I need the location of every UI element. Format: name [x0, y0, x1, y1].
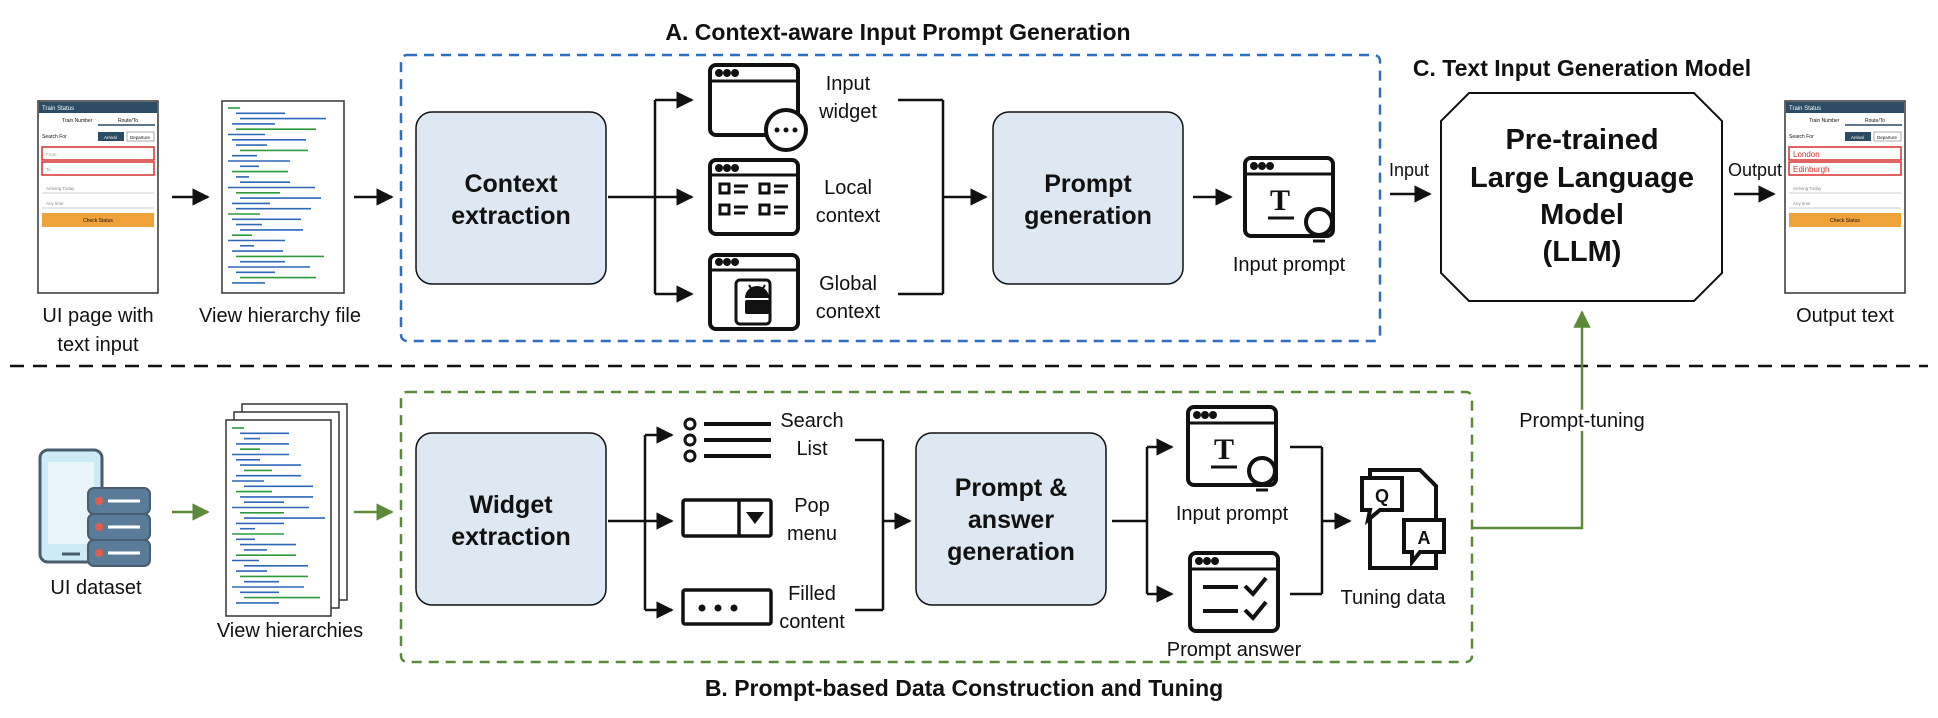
phone-toggle-2: Departure: [130, 135, 151, 140]
out-phone-field-4: Any time: [1793, 201, 1811, 206]
view-hierarchies-stack: [225, 403, 348, 617]
phone-toggle-1: Arrival: [104, 135, 117, 140]
global-context-label-2: context: [816, 301, 881, 323]
filled-content-label-2: content: [779, 611, 845, 633]
context-box-line-1: Context: [464, 170, 558, 198]
llm-line-3: Model: [1540, 199, 1624, 231]
ui-page-phone: Train Status Train Number Route/To Searc…: [37, 100, 159, 294]
pa-fork: [1112, 438, 1174, 603]
ui-page-label-2: text input: [57, 334, 139, 356]
out-phone-title: Train Status: [1789, 106, 1821, 112]
widget-box-line-2: extraction: [451, 523, 570, 551]
prompt-answer-box-line-1: Prompt &: [955, 474, 1068, 502]
prompt-tuning-path: [1472, 310, 1591, 530]
phone-title: Train Status: [42, 106, 74, 112]
section-a-frame: [399, 53, 1382, 343]
input-widget-label-2: widget: [818, 101, 877, 123]
filled-content-label-1: Filled: [788, 583, 836, 605]
phone-field-1: From: [46, 152, 57, 157]
out-phone-tab-1: Train Number: [1809, 118, 1840, 124]
prompt-answer-icon: [1188, 551, 1280, 633]
input-prompt-icon-bottom: T: [1186, 405, 1278, 492]
prompt-answer-box-line-2: answer: [968, 506, 1054, 534]
input-prompt-icon: T: [1243, 156, 1335, 243]
svg-text:T: T: [1214, 433, 1234, 466]
input-prompt-label-bottom: Input prompt: [1176, 503, 1289, 525]
view-hierarchies-label: View hierarchies: [217, 620, 363, 642]
local-context-label-1: Local: [824, 177, 872, 199]
pop-menu-label-1: Pop: [794, 495, 830, 517]
context-extraction-box: [415, 111, 607, 285]
prompt-answer-box: [915, 432, 1107, 606]
section-c-title: C. Text Input Generation Model: [1413, 55, 1751, 81]
pa-merge: [1290, 445, 1352, 596]
widget-merge: [855, 438, 912, 612]
llm-line-4: (LLM): [1543, 236, 1622, 268]
input-widget-label-1: Input: [826, 73, 871, 95]
phone-field-4: Any time: [46, 201, 64, 206]
out-phone-field-3: Arriving Today: [1793, 186, 1822, 191]
phone-button: Check Status: [83, 218, 113, 224]
global-context-icon: [708, 253, 800, 331]
phone-field-2: To: [46, 167, 51, 172]
search-list-label-2: List: [796, 438, 828, 460]
search-list-label-1: Search: [780, 410, 843, 432]
local-context-label-2: context: [816, 205, 881, 227]
phone-to-field: [41, 161, 155, 176]
widget-extraction-box: [415, 432, 607, 606]
output-text-label: Output text: [1796, 305, 1894, 327]
context-merge: [898, 98, 988, 296]
out-phone-toggle-2: Departure: [1877, 135, 1898, 140]
svg-text:A: A: [1418, 528, 1431, 548]
section-a-title: A. Context-aware Input Prompt Generation: [665, 19, 1130, 45]
widget-fork: [608, 426, 674, 619]
ui-dataset-icon: [38, 448, 151, 567]
svg-text:Q: Q: [1375, 486, 1389, 506]
search-list-icon: [683, 417, 771, 463]
ui-page-label-1: UI page with: [42, 305, 153, 327]
view-hierarchy-file: [221, 100, 345, 294]
out-phone-tab-2: Route/To: [1865, 118, 1885, 124]
out-phone-toggle-1: Arrival: [1851, 135, 1864, 140]
output-arrow-label: Output: [1728, 160, 1782, 180]
prompt-box-line-1: Prompt: [1044, 170, 1132, 198]
view-hierarchy-label: View hierarchy file: [199, 305, 361, 327]
llm-box: [1440, 92, 1723, 302]
phone-field-3: Arriving Today: [46, 186, 75, 191]
output-phone: Train Status Train Number Route/To Searc…: [1784, 100, 1906, 294]
llm-line-2: Large Language: [1470, 162, 1694, 194]
out-phone-value-1: London: [1793, 150, 1820, 159]
context-box-line-2: extraction: [451, 202, 570, 230]
svg-text:T: T: [1270, 184, 1290, 217]
input-widget-icon: [708, 63, 808, 152]
filled-content-icon: [681, 588, 773, 626]
pop-menu-icon: [681, 498, 773, 538]
phone-search-for: Search For: [42, 134, 67, 140]
widget-box-line-1: Widget: [469, 491, 553, 519]
phone-tab-2: Route/To: [118, 118, 138, 124]
prompt-generation-box: [992, 111, 1184, 285]
section-b-title: B. Prompt-based Data Construction and Tu…: [705, 675, 1223, 701]
out-phone-value-2: Edinburgh: [1793, 165, 1829, 174]
input-arrow-label: Input: [1389, 160, 1429, 180]
phone-from-field: [41, 146, 155, 161]
pop-menu-label-2: menu: [787, 523, 837, 545]
llm-line-1: Pre-trained: [1505, 124, 1658, 156]
input-prompt-label-top: Input prompt: [1233, 254, 1346, 276]
tuning-data-icon: Q A: [1360, 468, 1446, 570]
context-fork: [608, 91, 694, 303]
local-context-icon: [708, 158, 800, 236]
prompt-tuning-label: Prompt-tuning: [1519, 410, 1645, 432]
prompt-answer-label: Prompt answer: [1167, 639, 1302, 661]
out-phone-button: Check Status: [1830, 218, 1860, 224]
tuning-data-label: Tuning data: [1341, 587, 1447, 609]
prompt-answer-box-line-3: generation: [947, 538, 1075, 566]
phone-tab-1: Train Number: [62, 118, 93, 124]
prompt-box-line-2: generation: [1024, 202, 1152, 230]
global-context-label-1: Global: [819, 273, 877, 295]
out-phone-search-for: Search For: [1789, 134, 1814, 140]
ui-dataset-label: UI dataset: [50, 577, 142, 599]
